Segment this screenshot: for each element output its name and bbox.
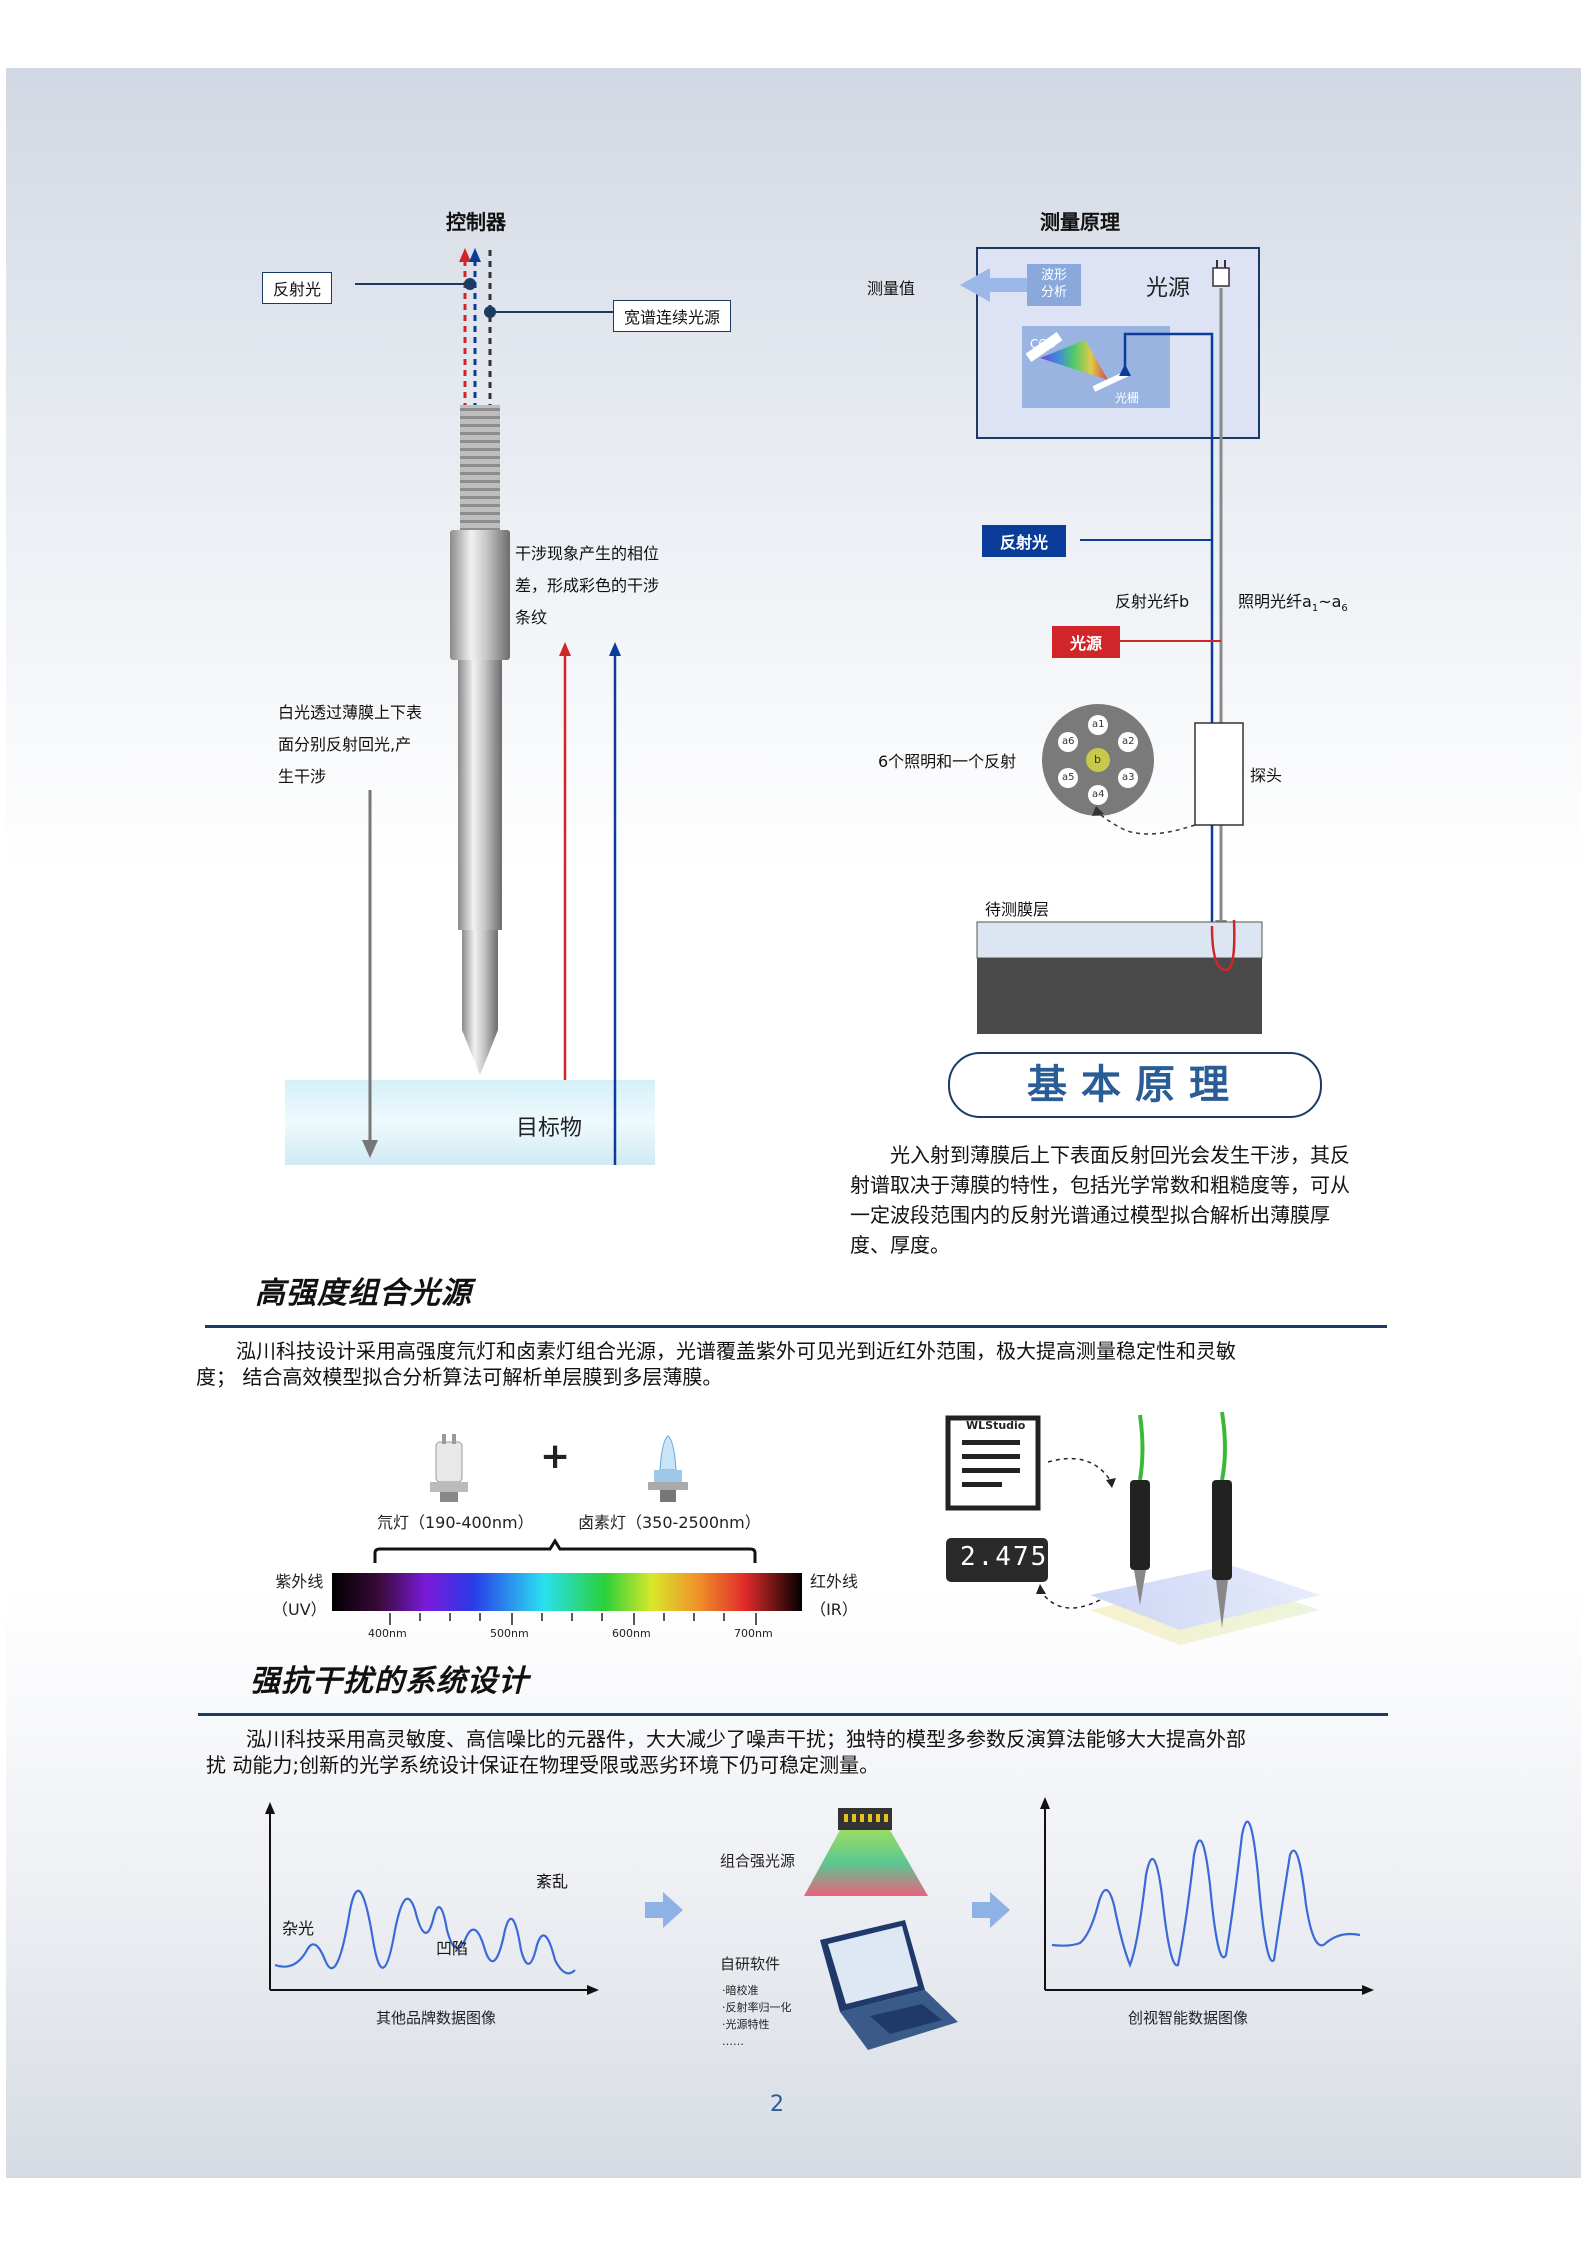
laptop-icon (820, 1920, 958, 2050)
section2-divider (198, 1713, 1388, 1716)
fiber-a6: a6 (1062, 736, 1075, 747)
ccd-label: CCD (1030, 337, 1056, 351)
tick-500: 500nm (490, 1627, 529, 1640)
plus-sign: + (540, 1436, 571, 1477)
white-light-text: 白光透过薄膜上下表 面分别反射回光,产 生干涉 (278, 703, 423, 786)
fiber-a2: a2 (1122, 736, 1135, 747)
principle-drawing (960, 247, 1263, 1034)
reflect-fiber-label: 反射光纤b (1115, 592, 1190, 611)
dent-label: 凹陷 (436, 1939, 469, 1958)
waveform-analysis: 波形 分析 (1040, 268, 1067, 300)
combo-light-source-icon (804, 1808, 928, 1896)
software-label: 自研软件 (720, 1955, 781, 1973)
section1-divider (205, 1325, 1387, 1328)
noisy-signal-chart (265, 1802, 599, 1995)
source-tag: 光源 (1052, 626, 1121, 658)
film-label: 待测膜层 (985, 900, 1050, 919)
section2-text: 泓川科技采用高灵敏度、高信噪比的元器件，大大减少了噪声干扰；独特的模型多参数反演… (206, 1727, 1246, 1777)
halogen-lamp-icon (648, 1435, 688, 1502)
interference-text: 干涉现象产生的相位 差，形成彩色的干涉 条纹 (515, 544, 660, 627)
measurement-illustration (945, 1411, 1320, 1645)
tick-400: 400nm (368, 1627, 407, 1640)
halogen-lamp-label: 卤素灯（350-2500nm） (578, 1513, 761, 1532)
tick-600: 600nm (612, 1627, 651, 1640)
fiber-a3: a3 (1122, 772, 1135, 783)
numeric-display (946, 1538, 1048, 1582)
fiber-b: b (1094, 753, 1101, 766)
page-number: 2 (770, 2092, 784, 2117)
display-value: 2.475 (960, 1542, 1049, 1572)
fiber-a4: a4 (1092, 789, 1105, 800)
probe-drawing (285, 248, 655, 1165)
probe-label: 探头 (1250, 766, 1283, 785)
sensor-probe-icon (1130, 1414, 1150, 1605)
left-chart-caption: 其他品牌数据图像 (376, 2009, 497, 2027)
software-features: ·暗校准 ·反射率归一化 ·光源特性 …… (722, 1984, 792, 2048)
principle-title: 测量原理 (1040, 210, 1120, 234)
illum-fiber-label: 照明光纤a1~a6 (1238, 592, 1348, 615)
reflect-tag: 反射光 (982, 525, 1067, 557)
clean-signal-chart (1040, 1797, 1374, 1995)
section1-text: 泓川科技设计采用高强度氘灯和卤素灯组合光源，光谱覆盖紫外可见光到近红外范围，极大… (196, 1339, 1236, 1389)
section2-title: 强抗干扰的系统设计 (250, 1664, 529, 1699)
fiber-a5: a5 (1062, 772, 1075, 783)
ir-label: 红外线（IR） (810, 1572, 859, 1619)
right-chart-caption: 创视智能数据图像 (1128, 2009, 1249, 2027)
measure-value: 测量值 (867, 279, 916, 298)
tick-700: 700nm (734, 1627, 773, 1640)
uv-label: 紫外线（UV） (272, 1572, 327, 1619)
light-source-label: 光源 (1146, 276, 1191, 301)
spectrum-drawing (332, 1538, 802, 1625)
combo-source-label: 组合强光源 (720, 1852, 796, 1870)
target-label: 目标物 (516, 1116, 583, 1141)
deuterium-lamp-label: 氘灯（190-400nm） (377, 1513, 534, 1532)
software-window-icon (945, 1415, 1041, 1511)
lamps-drawing (430, 1434, 688, 1502)
section1-title: 高强度组合光源 (255, 1276, 472, 1311)
deuterium-lamp-icon (430, 1434, 468, 1502)
probe-title: 控制器 (446, 210, 506, 234)
grating-label: 光栅 (1115, 391, 1140, 405)
arrow-right-icon (972, 1892, 1010, 1928)
bundle-label: 6个照明和一个反射 (878, 752, 1017, 771)
reflect-light-box: 反射光 (262, 272, 333, 304)
sensor-probe-icon (1212, 1411, 1232, 1628)
broadband-source-box: 宽谱连续光源 (613, 300, 732, 332)
basic-principle-title: 基本原理 (948, 1052, 1322, 1118)
chaos-label: 紊乱 (536, 1872, 569, 1891)
fiber-a1: a1 (1092, 719, 1105, 730)
basic-principle-text: 光入射到薄膜后上下表面反射回光会发生干涉，其反 射谱取决于薄膜的特性，包括光学常… (850, 1143, 1350, 1257)
page-background (6, 68, 1581, 2178)
software-name: WLStudio (966, 1419, 1026, 1432)
stray-light-label: 杂光 (282, 1919, 315, 1938)
arrow-right-icon (645, 1892, 683, 1928)
